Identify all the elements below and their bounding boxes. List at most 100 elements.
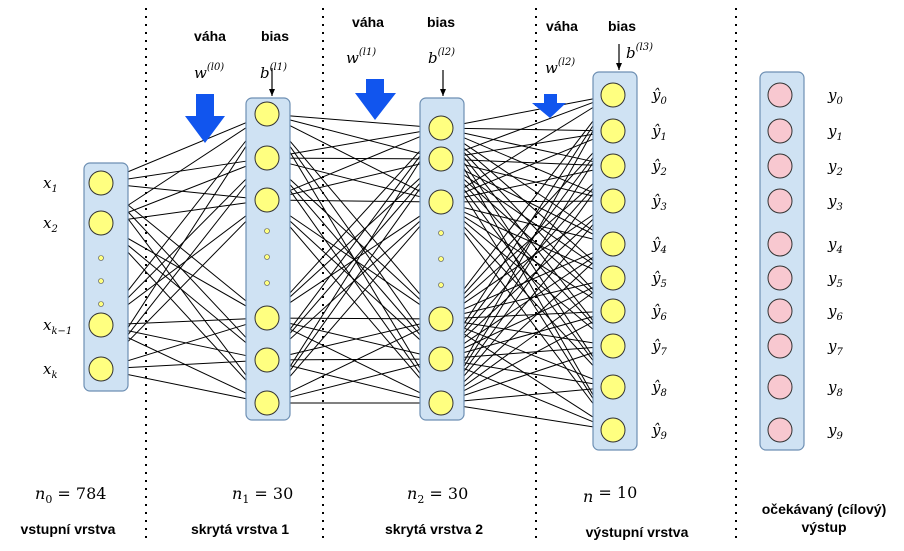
hidden2-output-edge-0-1	[452, 127, 601, 134]
hidden2-output-edge-2-9	[447, 211, 606, 420]
output-label-7: ŷ7	[651, 337, 667, 358]
hidden2-output-edge-2-0	[450, 101, 603, 197]
layer-name-hidden2: skrytá vrstva 2	[385, 521, 483, 537]
hidden2-neuron-3	[428, 306, 454, 332]
weight-word-3: váha	[546, 18, 578, 34]
layer-name-hidden1: skrytá vrstva 1	[191, 521, 289, 537]
hidden2-output-edge-1-3	[452, 161, 601, 200]
output-neuron-3	[600, 188, 626, 214]
hidden2-output-edge-5-9	[452, 404, 601, 430]
hidden1-hidden2-edge-0-1	[278, 116, 429, 157]
hidden1-hidden2-edge-0-3	[274, 122, 433, 310]
input-hidden1-edge-0-3	[109, 190, 258, 311]
hidden1-hidden2-edge-2-2	[278, 198, 429, 205]
hidden2-output-edge-4-7	[452, 344, 601, 359]
hidden2-output-edge-1-2	[452, 158, 601, 169]
layer-names: vstupní vrstva skrytá vrstva 1 skrytá vr…	[21, 501, 887, 540]
hidden2-neuron-1	[428, 146, 454, 172]
output-label-9: ŷ9	[651, 421, 667, 442]
hidden2-output-edge-2-1	[451, 135, 602, 198]
hidden2-output-edge-5-6	[451, 316, 602, 398]
output-neuron-5	[600, 265, 626, 291]
output-label-5: ŷ5	[651, 269, 667, 290]
output-label-3: ŷ3	[651, 192, 667, 213]
connections	[107, 95, 608, 430]
hidden1-hidden2-edge-2-4	[275, 207, 432, 351]
target-label-2: y2	[827, 157, 843, 178]
hidden2-output-edge-1-7	[448, 167, 605, 337]
output-neuron-7	[600, 333, 626, 359]
hidden1-hidden2-edge-4-3	[278, 320, 429, 358]
bias-symbol-3: b(l3)	[626, 42, 653, 62]
weight-symbol-1: w(l0)	[194, 62, 224, 82]
neurons	[88, 82, 793, 443]
hidden1-neuron-0	[254, 101, 280, 127]
layer-name-output: výstupní vrstva	[586, 524, 689, 540]
hidden2-ellipsis-dot-0	[438, 230, 444, 236]
hidden2-output-edge-2-7	[449, 209, 604, 339]
hidden2-output-edge-3-7	[452, 320, 601, 346]
bias-symbol-2: b(l2)	[428, 47, 455, 67]
hidden1-hidden2-edge-0-4	[273, 123, 434, 349]
output-label-2: ŷ2	[651, 157, 667, 178]
input-hidden1-edge-0-5	[107, 192, 260, 393]
input-ellipsis-dot-2	[98, 301, 104, 307]
hidden1-neuron-1	[254, 145, 280, 171]
hidden1-hidden2-edge-5-0	[272, 138, 435, 394]
hidden2-output-edge-5-3	[448, 210, 605, 395]
hidden2-output-edge-1-5	[450, 165, 603, 272]
output-neuron-4	[600, 231, 626, 257]
target-label-3: y3	[827, 192, 843, 213]
hidden2-output-edge-1-6	[449, 166, 604, 303]
target-neuron-7	[767, 333, 793, 359]
hidden2-output-edge-0-9	[446, 138, 608, 419]
input-hidden1-edge-1-1	[111, 162, 256, 220]
output-neuron-9	[600, 417, 626, 443]
hidden1-hidden2-edge-3-1	[275, 167, 432, 311]
input-hidden1-edge-2-2	[110, 207, 257, 319]
hidden2-output-edge-0-5	[449, 135, 604, 270]
hidden2-output-edge-0-3	[451, 132, 602, 197]
target-neuron-5	[767, 265, 793, 291]
hidden2-output-edge-3-2	[449, 174, 604, 312]
hidden1-hidden2-edge-2-5	[274, 208, 433, 394]
hidden1-hidden2-edge-4-1	[274, 168, 433, 352]
hidden1-ellipsis-dot-1	[264, 254, 270, 260]
input-label-3: xk	[43, 360, 58, 381]
output-label-0: ŷ0	[651, 86, 667, 107]
hidden2-output-edge-1-1	[452, 131, 601, 158]
hidden2-ellipsis-dot-2	[438, 282, 444, 288]
input-hidden1-edge-1-0	[110, 120, 257, 217]
input-hidden1-edge-1-3	[111, 228, 256, 312]
input-hidden1-edge-1-5	[108, 231, 259, 394]
hidden1-hidden2-edge-1-0	[278, 128, 429, 157]
hidden2-output-edge-0-0	[452, 95, 601, 127]
hidden1-hidden2-edge-5-3	[277, 324, 430, 399]
hidden2-output-edge-3-5	[452, 279, 601, 317]
weight-symbol-3: w(l2)	[545, 57, 575, 77]
hidden2-output-edge-5-5	[450, 285, 603, 397]
weight-arrow-2	[355, 79, 396, 120]
output-neuron-1	[600, 118, 626, 144]
hidden1-hidden2-edge-3-5	[277, 322, 430, 398]
hidden1-hidden2-edge-1-5	[273, 167, 434, 393]
hidden2-ellipsis-dot-1	[438, 256, 444, 262]
weight-arrow-1	[185, 94, 225, 143]
hidden1-hidden2-edge-4-4	[278, 356, 429, 363]
layer-size-0: n0 = 784	[35, 484, 106, 506]
hidden2-output-edge-0-4	[450, 134, 603, 238]
layer-separators	[145, 8, 737, 540]
target-label-8: y8	[827, 378, 843, 399]
input-hidden1-edge-3-2	[109, 208, 259, 361]
input-hidden1-edge-0-1	[112, 158, 255, 182]
hidden2-output-edge-4-0	[447, 105, 607, 350]
hidden2-output-edge-4-8	[452, 360, 601, 387]
input-hidden1-edge-3-1	[108, 167, 260, 360]
hidden2-output-edge-4-1	[447, 141, 606, 350]
hidden1-neuron-3	[254, 305, 280, 331]
weight-symbol-2: w(l1)	[346, 47, 376, 67]
hidden2-output-edge-4-9	[451, 363, 602, 426]
hidden2-output-edge-3-6	[452, 308, 601, 319]
hidden1-hidden2-edge-0-0	[278, 114, 429, 130]
neuron-labels: x1x2xk−1xkŷ0ŷ1ŷ2ŷ3ŷ4ŷ5ŷ6ŷ7ŷ8ŷ9y0y1y2y3y4…	[43, 86, 843, 442]
